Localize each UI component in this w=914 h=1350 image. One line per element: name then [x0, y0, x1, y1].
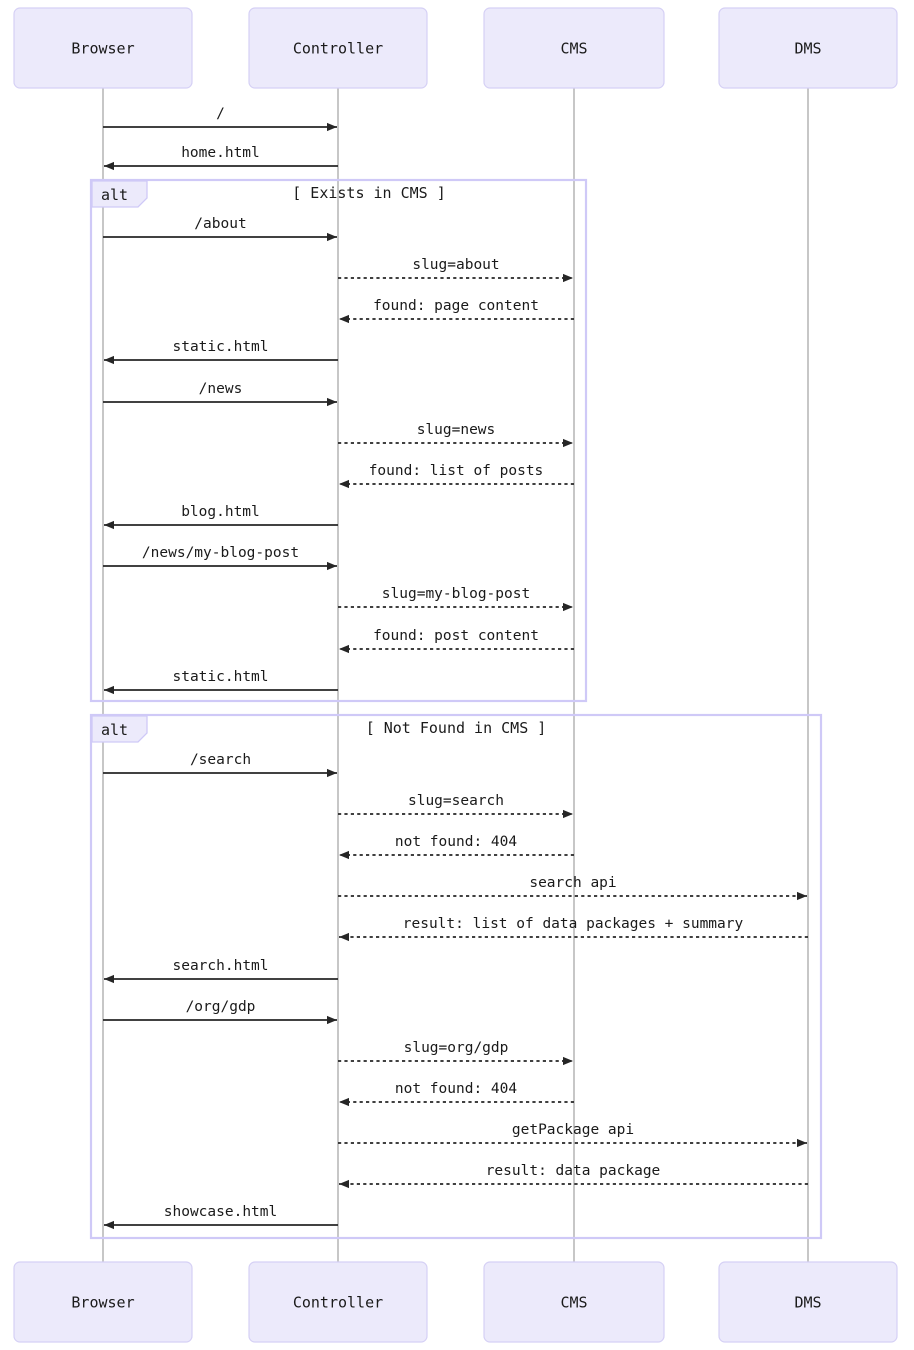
actor-browser-top[interactable]: Browser	[13, 7, 193, 89]
message-label: slug=search	[408, 793, 504, 809]
message-label: showcase.html	[164, 1204, 278, 1220]
messages-layer: / home.html/about slug=about found: page co…	[103, 106, 808, 1230]
actor-box[interactable]	[718, 1261, 898, 1343]
fragments-layer: alt [ Exists in CMS ] alt [ Not Found in CM…	[89, 178, 823, 1240]
actors-bottom-layer: Browser Controller CMS DMS	[13, 1261, 898, 1343]
message-3: slug=about	[338, 257, 573, 283]
actor-controller-bottom[interactable]: Controller	[248, 1261, 428, 1343]
message-label: blog.html	[181, 504, 260, 520]
actor-box[interactable]	[483, 7, 665, 89]
message-label: static.html	[172, 669, 268, 685]
actor-label: Browser	[71, 40, 134, 58]
message-label: /	[216, 106, 225, 122]
message-label: home.html	[181, 145, 260, 161]
message-4: found: page content	[339, 298, 574, 324]
fragment-alt-not-found-in-cms: alt [ Not Found in CMS ]	[89, 713, 823, 1240]
message-label: not found: 404	[395, 834, 517, 850]
fragment-keyword: alt	[101, 721, 128, 739]
message-label: slug=org/gdp	[404, 1040, 509, 1056]
actor-dms-top[interactable]: DMS	[718, 7, 898, 89]
message-22: not found: 404	[339, 1081, 574, 1107]
message-label: search.html	[172, 958, 268, 974]
actor-box[interactable]	[13, 1261, 193, 1343]
actor-label: CMS	[560, 40, 587, 58]
actor-box[interactable]	[248, 1261, 428, 1343]
fragment-tab	[91, 715, 148, 743]
message-11: slug=my-blog-post	[338, 586, 573, 612]
message-label: search api	[529, 875, 616, 891]
message-label: slug=about	[412, 257, 499, 273]
fragment-condition: [ Not Found in CMS ]	[366, 719, 547, 737]
fragment-border	[89, 713, 823, 1240]
message-15: slug=search	[338, 793, 573, 819]
message-0: /	[103, 106, 337, 132]
message-label: static.html	[172, 339, 268, 355]
actor-box[interactable]	[718, 7, 898, 89]
actor-browser-bottom[interactable]: Browser	[13, 1261, 193, 1343]
actor-cms-top[interactable]: CMS	[483, 7, 665, 89]
message-8: found: list of posts	[339, 463, 574, 489]
message-2: /about	[103, 216, 337, 242]
actor-box[interactable]	[248, 7, 428, 89]
message-label: result: data package	[486, 1163, 661, 1179]
lifelines-layer	[102, 88, 809, 1262]
actor-box[interactable]	[13, 7, 193, 89]
message-label: found: list of posts	[369, 463, 544, 479]
actor-label: Controller	[293, 1294, 383, 1312]
fragment-alt-exists-in-cms: alt [ Exists in CMS ]	[89, 178, 588, 703]
message-19: search.html	[104, 958, 338, 984]
message-17: search api	[338, 875, 807, 901]
message-1: home.html	[104, 145, 338, 171]
actor-label: Controller	[293, 40, 383, 58]
message-label: getPackage api	[512, 1122, 634, 1138]
message-label: /org/gdp	[186, 999, 256, 1015]
message-6: /news	[103, 381, 337, 407]
actor-label: CMS	[560, 1294, 587, 1312]
actors-top-layer: Browser Controller CMS DMS	[13, 7, 898, 89]
message-9: blog.html	[104, 504, 338, 530]
message-7: slug=news	[338, 422, 573, 448]
message-5: static.html	[104, 339, 338, 365]
message-25: showcase.html	[104, 1204, 338, 1230]
actor-label: DMS	[794, 40, 821, 58]
actor-label: Browser	[71, 1294, 134, 1312]
actor-controller-top[interactable]: Controller	[248, 7, 428, 89]
fragment-border	[89, 178, 588, 703]
message-label: slug=my-blog-post	[382, 586, 530, 602]
message-label: /news	[199, 381, 243, 397]
message-label: found: post content	[373, 628, 539, 644]
message-12: found: post content	[339, 628, 574, 654]
message-label: found: page content	[373, 298, 539, 314]
message-13: static.html	[104, 669, 338, 695]
message-label: /search	[190, 752, 251, 768]
message-label: /news/my-blog-post	[142, 545, 299, 561]
message-21: slug=org/gdp	[338, 1040, 573, 1066]
fragment-keyword: alt	[101, 186, 128, 204]
message-23: getPackage api	[338, 1122, 807, 1148]
fragment-condition: [ Exists in CMS ]	[292, 184, 446, 202]
actor-dms-bottom[interactable]: DMS	[718, 1261, 898, 1343]
actor-cms-bottom[interactable]: CMS	[483, 1261, 665, 1343]
message-label: not found: 404	[395, 1081, 517, 1097]
message-label: /about	[194, 216, 246, 232]
message-label: slug=news	[417, 422, 496, 438]
message-14: /search	[103, 752, 337, 778]
message-20: /org/gdp	[103, 999, 337, 1025]
message-24: result: data package	[339, 1163, 808, 1189]
message-10: /news/my-blog-post	[103, 545, 337, 571]
message-16: not found: 404	[339, 834, 574, 860]
actor-label: DMS	[794, 1294, 821, 1312]
message-label: result: list of data packages + summary	[403, 916, 744, 932]
fragment-tab	[91, 180, 148, 208]
message-18: result: list of data packages + summary	[339, 916, 808, 942]
actor-box[interactable]	[483, 1261, 665, 1343]
